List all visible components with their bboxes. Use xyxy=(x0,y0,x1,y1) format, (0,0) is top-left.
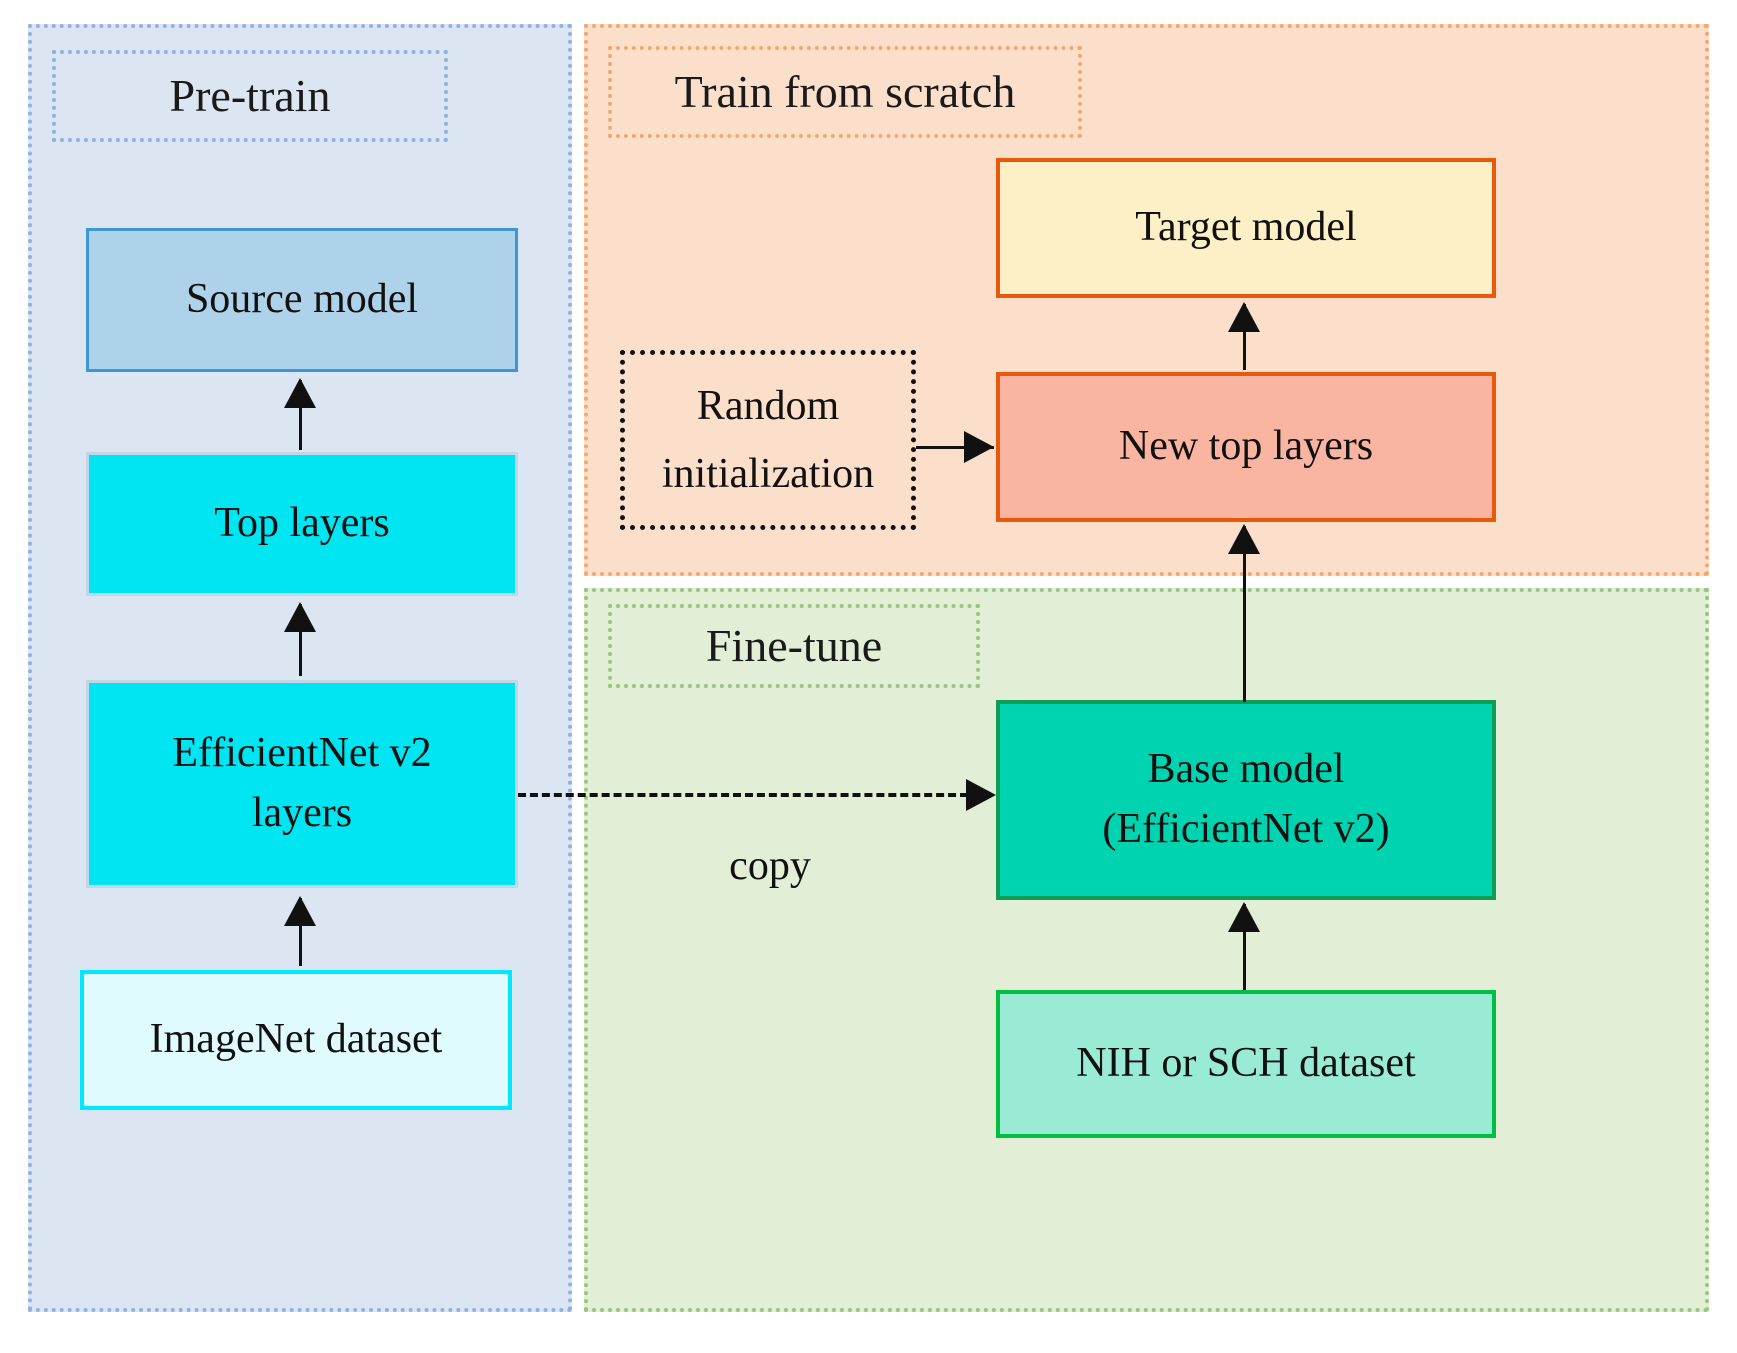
node-efficientnet-v2-layers[interactable]: EfficientNet v2 layers xyxy=(86,680,518,888)
edge-label-copy: copy xyxy=(729,843,811,889)
panel-fine-tune xyxy=(584,588,1709,1312)
node-new-top-layers[interactable]: New top layers xyxy=(996,372,1496,522)
node-top-layers-label: Top layers xyxy=(214,500,390,547)
node-nih-or-sch-dataset[interactable]: NIH or SCH dataset xyxy=(996,990,1496,1138)
node-imagenet-dataset-label: ImageNet dataset xyxy=(149,1016,443,1063)
node-efficientnet-v2-layers-label-line1: EfficientNet v2 xyxy=(172,730,432,777)
section-title-pre-train: Pre-train xyxy=(52,50,448,142)
node-new-top-layers-label: New top layers xyxy=(1118,423,1374,470)
node-random-initialization-label-line1: Random xyxy=(696,382,840,429)
node-base-model[interactable]: Base model (EfficientNet v2) xyxy=(996,700,1496,900)
node-target-model-label: Target model xyxy=(1135,204,1357,251)
node-efficientnet-v2-layers-label-line2: layers xyxy=(251,790,353,836)
node-random-initialization[interactable]: Random initialization xyxy=(620,350,916,530)
node-base-model-label-line2: (EfficientNet v2) xyxy=(1102,806,1390,852)
node-top-layers[interactable]: Top layers xyxy=(86,452,518,596)
node-imagenet-dataset[interactable]: ImageNet dataset xyxy=(80,970,512,1110)
node-nih-or-sch-dataset-label: NIH or SCH dataset xyxy=(1076,1040,1416,1087)
node-random-initialization-label-line2: initialization xyxy=(661,451,875,497)
node-base-model-label-line1: Base model xyxy=(1147,746,1345,793)
node-target-model[interactable]: Target model xyxy=(996,158,1496,298)
section-title-train-from-scratch: Train from scratch xyxy=(608,46,1082,138)
section-title-fine-tune: Fine-tune xyxy=(608,604,980,688)
node-source-model-label: Source model xyxy=(185,276,419,323)
node-source-model[interactable]: Source model xyxy=(86,228,518,372)
